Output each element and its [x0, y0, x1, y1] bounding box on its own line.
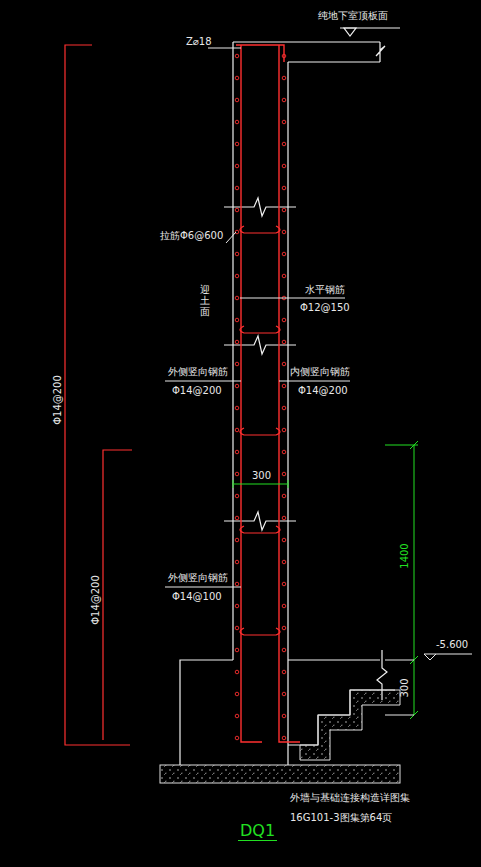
elevation-value: -5.600 [436, 639, 468, 650]
rebar-dot [235, 560, 239, 564]
tie-bar [240, 628, 280, 635]
rebar-dot [235, 582, 239, 586]
rebar-dot [235, 340, 239, 344]
rebar-dot [282, 714, 286, 718]
rebar-dot [282, 340, 286, 344]
rebar-dot [235, 648, 239, 652]
rebar-dot [282, 208, 286, 212]
rebar-dot [235, 54, 239, 58]
rebar-dot [235, 714, 239, 718]
reference-note: 外墙与基础连接构造详图集 [290, 792, 410, 803]
rebar-name: 外侧竖向钢筋 [168, 572, 228, 583]
rebar-dot [235, 186, 239, 190]
rebar-name: 水平钢筋 [305, 284, 345, 295]
rebar-dot [235, 516, 239, 520]
rebar-dot [235, 428, 239, 432]
dimension: 300 [252, 470, 271, 481]
rebar-dot [282, 252, 286, 256]
elevation-note: 纯地下室顶板面 [318, 10, 388, 21]
rebar-dot [282, 560, 286, 564]
rebar-dot [235, 538, 239, 542]
rebar-dot [282, 450, 286, 454]
rebar-dot [282, 76, 286, 80]
rebar-dot [235, 736, 239, 740]
rebar-dot [235, 318, 239, 322]
rebar-spec: Φ14@200 [298, 385, 348, 396]
rebar-spec: Φ12@150 [300, 302, 350, 313]
rebar-callout: Z⌀18 [186, 36, 212, 47]
rebar-dot [282, 648, 286, 652]
rebar-dot [282, 582, 286, 586]
rebar-dot [235, 120, 239, 124]
rebar-dot [235, 98, 239, 102]
rebar-dot [282, 384, 286, 388]
rebar-dot [282, 54, 286, 58]
rebar-dot [282, 428, 286, 432]
rebar-dot [235, 274, 239, 278]
rebar-dot [282, 516, 286, 520]
rebar-dot [235, 362, 239, 366]
rebar-dot [282, 120, 286, 124]
tie-bar [240, 326, 280, 333]
rebar-spec: Φ14@200 [52, 375, 63, 425]
rebar-dot [282, 604, 286, 608]
tie-bar [240, 526, 280, 533]
dimension: 1400 [399, 543, 410, 568]
rebar-dot [282, 472, 286, 476]
rebar-dot [282, 538, 286, 542]
rebar-spec: Φ14@200 [90, 575, 101, 625]
rebar-dot [282, 318, 286, 322]
dimension: 300 [399, 678, 410, 697]
rebar-dot [235, 296, 239, 300]
rebar-dot [282, 626, 286, 630]
rebar-dot [235, 604, 239, 608]
rebar-name: 内侧竖向钢筋 [290, 366, 350, 377]
rebar-dot [235, 626, 239, 630]
rebar-dot [235, 494, 239, 498]
rebar-name: 外侧竖向钢筋 [168, 366, 228, 377]
rebar-dot [282, 494, 286, 498]
rebar-spec: Φ14@200 [172, 385, 222, 396]
rebar-dot [235, 670, 239, 674]
rebar-dot [282, 406, 286, 410]
rebar-dot [282, 164, 286, 168]
rebar-dot [235, 164, 239, 168]
rebar-dot [235, 450, 239, 454]
tie-bar [240, 226, 280, 233]
rebar-dot [235, 472, 239, 476]
rebar-dot [235, 208, 239, 212]
rebar-dot [282, 692, 286, 696]
drawing-caption: DQ1 [238, 822, 277, 841]
rebar-dot [235, 76, 239, 80]
tie-bar [240, 428, 280, 435]
rebar-dot [235, 384, 239, 388]
soil-side-note: 迎土面 [200, 284, 210, 317]
rebar-dot [282, 186, 286, 190]
rebar-dot [235, 142, 239, 146]
rebar-dot [282, 98, 286, 102]
rebar-dot [282, 142, 286, 146]
rebar-dot [235, 406, 239, 410]
rebar-dot [235, 692, 239, 696]
rebar-dot [282, 736, 286, 740]
reference-note: 16G101-3图集第64页 [290, 812, 392, 823]
tie-callout: 拉筋Φ6@600 [160, 230, 223, 241]
rebar-dot [282, 362, 286, 366]
rebar-dot [235, 252, 239, 256]
rebar-dot [282, 670, 286, 674]
rebar-dot [282, 274, 286, 278]
rebar-spec: Φ14@100 [172, 591, 222, 602]
rebar-dot [282, 230, 286, 234]
